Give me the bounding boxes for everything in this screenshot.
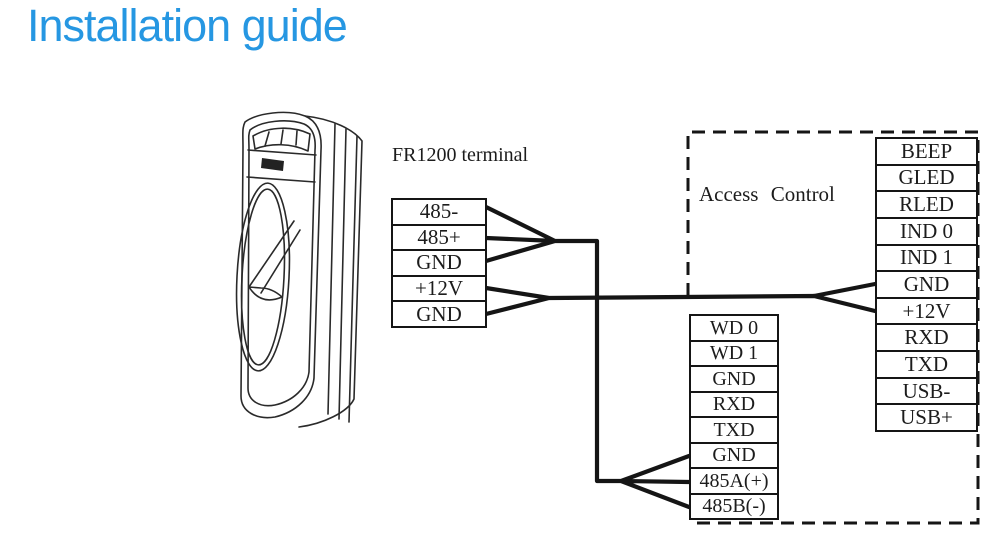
terminal-pin: TXD <box>691 416 777 442</box>
terminal-pin: USB+ <box>877 403 976 430</box>
wire-rs485-net <box>483 204 692 510</box>
wire-power-net <box>483 281 878 317</box>
terminal-pin: GND <box>691 441 777 468</box>
terminal-pin: GND <box>393 300 485 326</box>
fr1200-device-illustration <box>235 111 363 428</box>
terminal-pin: WD 0 <box>709 316 759 339</box>
terminal-pin: +12V <box>877 296 976 324</box>
terminal-pin: USB- <box>877 376 976 404</box>
terminal-pin: BEEP <box>900 138 953 163</box>
terminal-pin: RLED <box>877 190 976 217</box>
terminal-pin: GND <box>691 365 777 391</box>
terminal-pin: +12V <box>393 274 485 301</box>
terminal-pin: GND <box>393 249 485 275</box>
access-control-label: Access Control <box>699 182 835 206</box>
reader-terminal-label: FR1200 terminal <box>392 144 529 166</box>
device-side-outline <box>298 115 363 428</box>
terminal-pin: 485B(-) <box>691 492 777 519</box>
page-title: Installation guide <box>27 0 348 51</box>
terminal-pin: GND <box>877 270 976 297</box>
terminal-pin: WD 1 <box>691 339 777 366</box>
terminal-pin: RXD <box>691 390 777 417</box>
terminal-pin: GLED <box>877 163 976 191</box>
terminal-pin: IND 1 <box>877 243 976 271</box>
terminal-pin: IND 0 <box>877 216 976 244</box>
terminal-pin: TXD <box>877 350 976 377</box>
terminal-pin: 485+ <box>393 223 485 250</box>
device-led-window <box>261 158 284 171</box>
access-control-boundary <box>686 130 980 525</box>
terminal-pin: 485- <box>419 199 459 224</box>
terminal-pin: 485A(+) <box>691 467 777 493</box>
terminal-pin: RXD <box>877 323 976 350</box>
device-front-outline <box>240 111 322 419</box>
